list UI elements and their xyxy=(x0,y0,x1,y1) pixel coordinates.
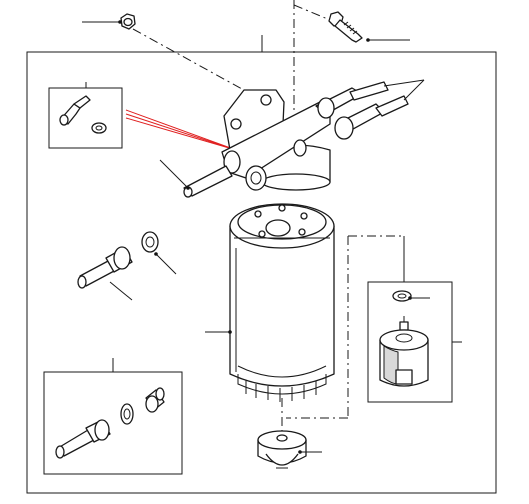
sealing-washer xyxy=(141,231,177,275)
water-sensor-inset xyxy=(286,235,462,419)
nut-part xyxy=(82,13,263,101)
drain-plug xyxy=(257,398,322,469)
connector-washer-inset-lower xyxy=(43,358,183,475)
union-connector xyxy=(77,246,133,301)
connector-washer-inset xyxy=(48,82,123,149)
bolt-part xyxy=(293,0,410,110)
highlight-lines xyxy=(125,109,237,151)
fuel-filter-head xyxy=(159,79,425,198)
fuel-filter-element xyxy=(205,203,335,402)
